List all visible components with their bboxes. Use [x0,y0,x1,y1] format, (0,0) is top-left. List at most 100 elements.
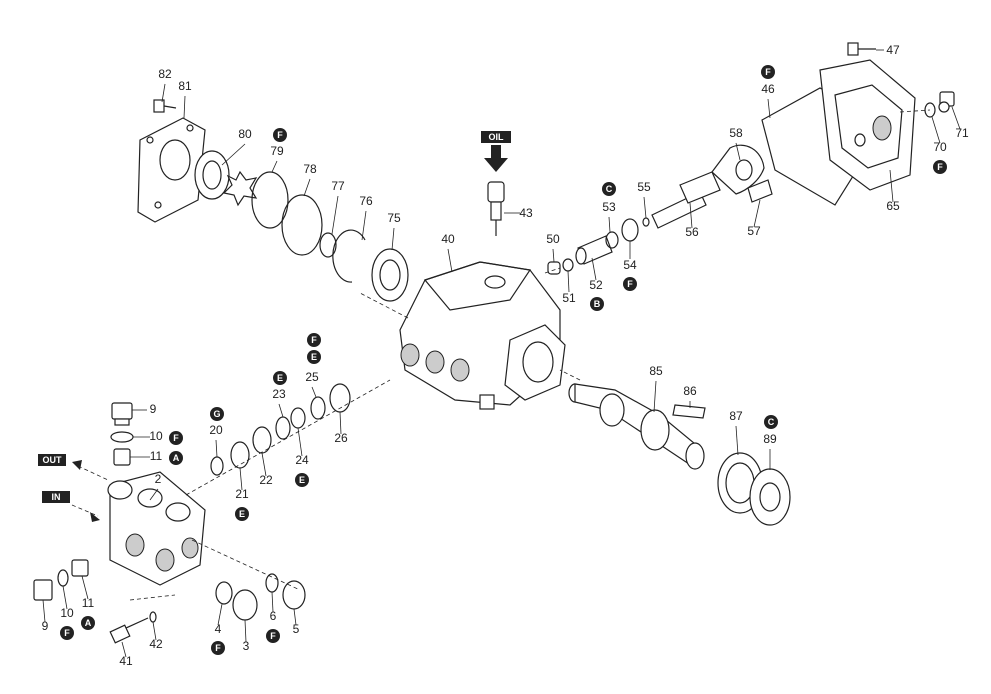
callout-p25b: E [307,350,321,364]
washer-51 [562,258,574,272]
leader-line [931,116,941,144]
callout-p9a: 9 [132,402,157,416]
cover-bolt-47 [847,42,876,56]
oil-tag: OIL [489,132,505,142]
assembly-line-c [544,267,561,274]
snap-ring-77 [319,232,337,258]
kit-badge-letter: F [765,67,771,77]
rear-cover-65 [819,59,916,191]
callout-p26: 26 [334,411,348,445]
kit-badge-letter: F [270,631,276,641]
leader-line [239,467,243,491]
kit-badge-letter: A [85,618,92,628]
part-number-label: 20 [209,423,223,437]
kit-badge-letter: E [239,509,245,519]
leader-line [278,403,284,418]
callout-p89: 89C [763,415,778,470]
part-number-label: 11 [82,596,95,610]
kit-badge-circle [211,641,225,655]
leader-line [161,83,166,103]
leader-line [552,248,555,263]
part-number-label: 41 [119,654,133,668]
connecting-rod-58 [711,144,765,195]
callout-p65: 65 [886,169,900,213]
plunger-rod-56 [651,171,721,229]
part-number-label: 9 [150,402,157,416]
callout-p81: 81 [178,79,192,119]
kit-badge-circle [295,473,309,487]
leader-line [261,452,267,477]
wrist-pin-57 [747,179,773,203]
ring-23 [275,416,291,440]
callout-p10b: 10F [60,585,74,640]
leader-line [303,178,311,197]
part-number-label: 87 [729,409,743,423]
callout-p75: 75 [387,211,401,251]
part-number-label: 43 [519,206,533,220]
part-number-label: 55 [637,180,651,194]
assembly-line-a [185,379,391,496]
assembly-line-g [899,109,931,113]
leader-line [361,210,367,241]
leader-line [221,143,246,166]
part-number-label: 10 [60,606,74,620]
part-number-label: 58 [729,126,743,140]
kit-badge-circle [307,333,321,347]
kit-badge-letter: A [173,453,180,463]
leader-line [149,488,159,501]
leader-line [152,621,157,641]
nut-50 [547,261,561,275]
leader-line [735,142,741,161]
part-number-label: 51 [562,291,576,305]
kit-badge-circle [169,451,183,465]
callout-p82: 82 [158,67,172,103]
kit-badge-circle [307,350,321,364]
kit-badge-letter: C [768,417,775,427]
part-number-label: 80 [238,127,252,141]
callout-p4: 4F [211,603,225,655]
part-number-label: 75 [387,211,401,225]
assembly-line-f [129,594,176,601]
part-number-label: 47 [886,43,900,57]
kit-badge-letter: E [277,373,283,383]
callout-p11b: 11A [81,575,95,630]
ring-20 [210,456,224,476]
callout-p53: 53C [602,182,616,233]
part-number-label: 57 [747,224,761,238]
leader-line [339,411,342,435]
kit-badge-letter: F [627,279,633,289]
part-number-label: 81 [178,79,192,93]
leader-line [215,439,218,458]
seal-21 [230,441,250,469]
kit-badge-circle [273,128,287,142]
crank-seal-89 [749,468,791,526]
kit-badge-circle [60,626,74,640]
callout-p51: 51 [562,270,576,305]
callout-p43: 43 [504,206,533,220]
assembly-line-d [559,369,581,381]
callout-p85: 85 [649,364,663,413]
ring-24 [290,407,306,429]
washer-70 [924,102,936,118]
out-arrow [38,454,109,481]
leader-line [391,227,395,251]
part-number-label: 23 [272,387,286,401]
ring-25 [310,396,326,420]
part-number-label: 46 [761,82,775,96]
star-washer [222,170,258,207]
callout-p55: 55 [637,180,651,219]
crankshaft-85 [568,383,705,470]
part-number-label: 56 [685,225,699,239]
o-ring-10-bottom [57,569,69,587]
kit-badge-circle [590,297,604,311]
callout-p41: 41 [119,641,133,668]
leader-line [567,270,570,293]
kit-badge-circle [761,65,775,79]
part-number-label: 4 [215,622,222,636]
callout-p87: 87 [729,409,743,456]
valve-plug-9-top [111,402,133,426]
part-number-label: 54 [623,258,637,272]
